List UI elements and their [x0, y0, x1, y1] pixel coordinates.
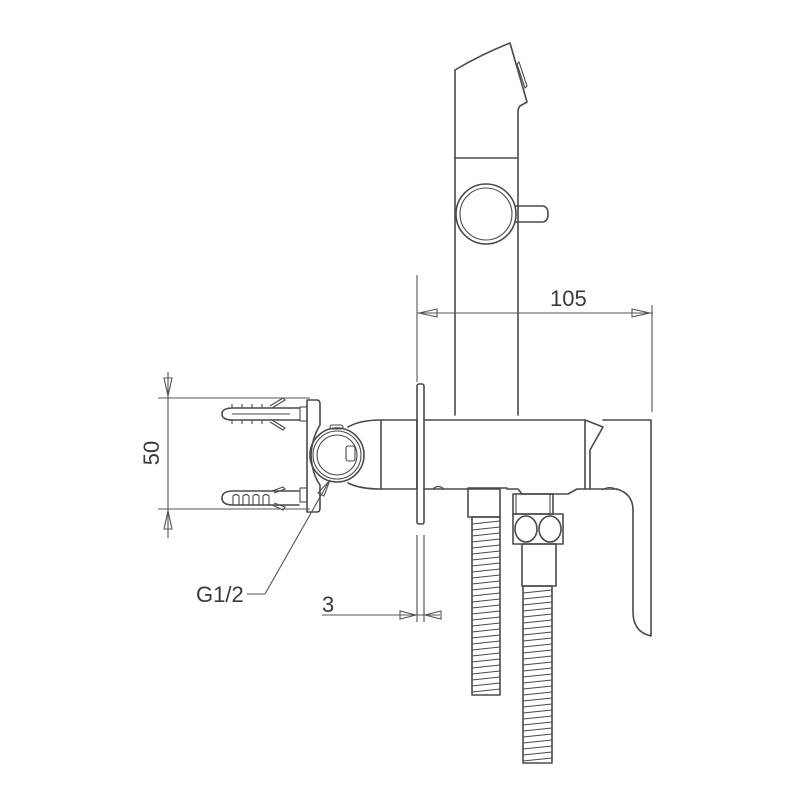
sprayer-trigger — [455, 183, 549, 245]
sprayer-head — [454, 42, 528, 416]
dimension-3 — [322, 610, 442, 620]
shower-bracket — [299, 399, 418, 513]
dimension-label-3: 3 — [322, 592, 335, 617]
leader-g12 — [247, 479, 331, 595]
dimension-50 — [158, 372, 310, 538]
valve-inlet — [467, 488, 554, 518]
dimension-label-105: 105 — [550, 286, 587, 311]
dimension-label-50: 50 — [139, 440, 165, 466]
wall-plug-top — [221, 397, 300, 431]
dimension-105 — [416, 275, 653, 412]
valve-body — [423, 419, 604, 495]
lever-handle — [589, 419, 652, 637]
hex-nut — [512, 513, 564, 587]
thread-label-g12: G1/2 — [196, 582, 244, 607]
hose-left — [471, 516, 501, 696]
wall-flange — [416, 383, 425, 622]
hose-right — [522, 585, 553, 764]
wall-plug-bottom — [221, 486, 300, 511]
